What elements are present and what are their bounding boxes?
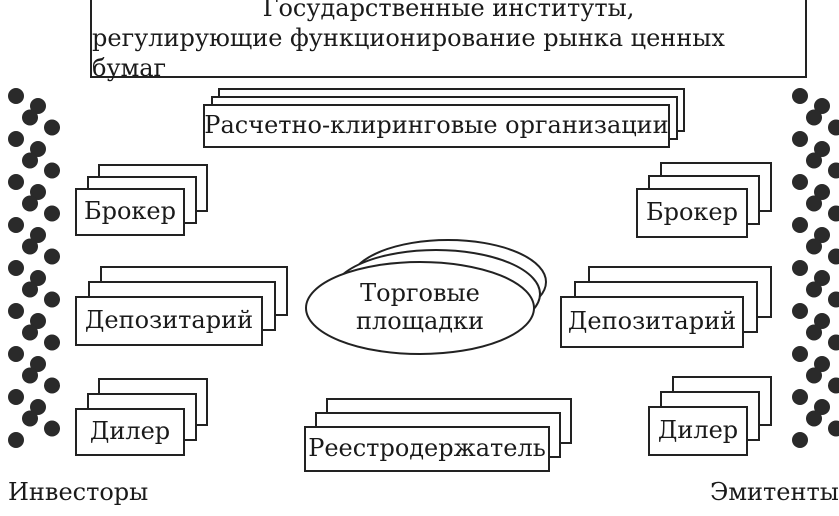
dot (828, 248, 839, 265)
regulators-box: Государственные институты, регулирующие … (90, 0, 807, 82)
dot (814, 399, 830, 415)
dot (8, 217, 24, 233)
dot (30, 270, 46, 286)
dot (8, 131, 24, 147)
dot (814, 98, 830, 114)
dot (30, 141, 46, 157)
dot (814, 227, 830, 243)
dot (22, 109, 38, 126)
right-dealer-label: Дилер (657, 416, 739, 445)
dot (792, 88, 808, 104)
dot (792, 131, 808, 147)
dot (814, 141, 830, 157)
dot (8, 346, 24, 362)
dot (792, 432, 808, 448)
dot (30, 313, 46, 329)
investors-caption: Инвесторы (8, 478, 149, 506)
dot (30, 227, 46, 243)
issuer-dots (792, 88, 839, 448)
dot (806, 367, 822, 384)
dot (8, 389, 24, 405)
dot (44, 291, 60, 308)
dot (814, 184, 830, 200)
dot (30, 98, 46, 114)
dot (8, 432, 24, 448)
dot (22, 238, 38, 255)
dot (792, 389, 808, 405)
dot (814, 313, 830, 329)
dot (792, 260, 808, 276)
dot (828, 205, 839, 222)
issuers-caption: Эмитенты (710, 478, 839, 506)
dot (814, 270, 830, 286)
trading-label: Торговые площадки (306, 266, 534, 350)
dot (44, 334, 60, 351)
dot (828, 291, 839, 308)
dot (792, 217, 808, 233)
dot (30, 184, 46, 200)
left-depository-label: Депозитарий (84, 306, 254, 335)
dot (8, 88, 24, 104)
right-broker-label: Брокер (645, 198, 738, 227)
dot (44, 162, 60, 179)
dot (22, 410, 38, 427)
dot (792, 346, 808, 362)
right-depository-label: Депозитарий (567, 307, 737, 336)
dot (30, 399, 46, 415)
dot (8, 174, 24, 190)
dot (22, 281, 38, 298)
regulators-line-2: регулирующие функционирование рынка ценн… (92, 24, 725, 82)
dot (22, 195, 38, 212)
dot (806, 410, 822, 427)
dot (44, 205, 60, 222)
dot (806, 238, 822, 255)
dot (22, 367, 38, 384)
dot (828, 119, 839, 136)
dot (8, 303, 24, 319)
dot (828, 162, 839, 179)
left-broker-label: Брокер (83, 197, 176, 226)
trading-ellipse-front (305, 261, 535, 355)
dot (22, 324, 38, 341)
dot (44, 420, 60, 437)
dot (806, 195, 822, 212)
dot (8, 260, 24, 276)
dot (806, 109, 822, 126)
dot (792, 174, 808, 190)
dot (44, 248, 60, 265)
dot (22, 152, 38, 169)
clearing-label: Расчетно-клиринговые организации (204, 111, 669, 140)
registrar-label: Реестродержатель (308, 434, 546, 463)
trading-line-1: Торговые (360, 279, 480, 308)
dot (828, 334, 839, 351)
dot (792, 303, 808, 319)
trading-line-2: площадки (355, 307, 485, 335)
dot (806, 281, 822, 298)
dot (828, 420, 839, 437)
dot (806, 152, 822, 169)
dot (814, 356, 830, 372)
investor-dots (8, 88, 60, 448)
dot (806, 324, 822, 341)
dot (30, 356, 46, 372)
dot (44, 119, 60, 136)
left-dealer-label: Дилер (89, 417, 171, 446)
regulators-line-1: Государственные институты, (262, 0, 635, 22)
trading-ellipses (305, 239, 547, 355)
dot (828, 377, 839, 394)
dot (44, 377, 60, 394)
